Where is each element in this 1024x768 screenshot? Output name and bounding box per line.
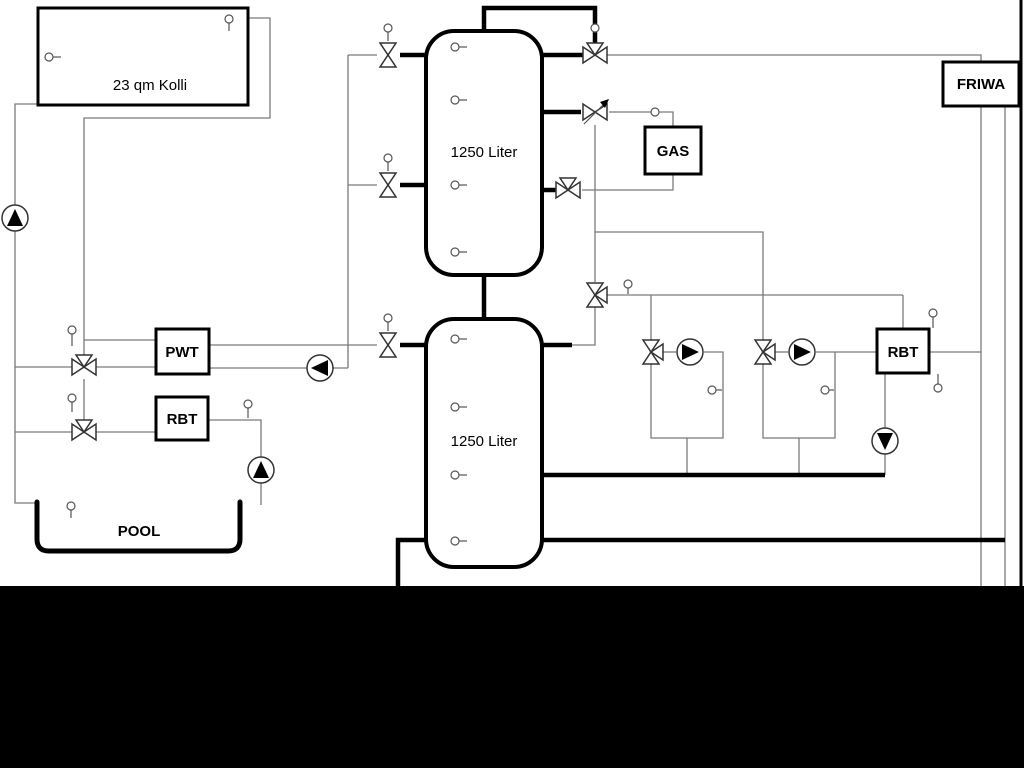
dhw-three-way-valve-icon (582, 42, 608, 65)
solar-collector-box: 23 qm Kolli (36, 6, 250, 107)
tank-valve-mid-icon (378, 172, 398, 198)
footer-black-bar (0, 586, 1024, 768)
gas-return-three-way-valve-icon (555, 177, 581, 200)
pwt-label: PWT (165, 344, 198, 361)
circulation-pump-icon (871, 427, 899, 455)
distribution-three-way-valve-icon (585, 282, 608, 308)
gas-boiler-box: GAS (643, 125, 703, 176)
lower-buffer-tank: 1250 Liter (424, 317, 544, 569)
friwa-station-label: FRIWA (957, 76, 1005, 93)
heating-circuit-2-mixing-valve-icon (753, 339, 776, 365)
pool-pump-icon (247, 456, 275, 484)
pool-label: POOL (118, 523, 161, 540)
heating-circuit-1-mixing-valve-icon (641, 339, 664, 365)
upper-buffer-tank: 1250 Liter (424, 29, 544, 277)
heating-pump-1-icon (676, 338, 704, 366)
rbt-pool-heat-exchanger-box: RBT (154, 395, 210, 442)
rbt-three-way-valve-icon (71, 419, 97, 442)
solar-pump-icon (1, 204, 29, 232)
upper-buffer-tank-label: 1250 Liter (451, 144, 518, 161)
rbt-right-label: RBT (888, 344, 919, 361)
heating-pump-2-icon (788, 338, 816, 366)
pwt-heat-exchanger-box: PWT (154, 327, 211, 376)
pool-basin: POOL (34, 499, 243, 554)
pwt-three-way-valve-icon (71, 354, 97, 377)
rbt-dhw-heat-exchanger-box: RBT (875, 327, 931, 375)
lower-buffer-tank-label: 1250 Liter (451, 433, 518, 450)
tank-valve-top-icon (378, 42, 398, 68)
pipe-network-thick (395, 0, 1023, 586)
temp-sensor-icon (44, 14, 943, 546)
solar-collector-label: 23 qm Kolli (113, 77, 187, 94)
gas-boiler-label: GAS (657, 143, 690, 160)
friwa-station-box: FRIWA (941, 60, 1021, 108)
rbt-left-label: RBT (167, 411, 198, 428)
tank-valve-bottom-icon (378, 332, 398, 358)
gas-check-valve-icon (582, 99, 609, 125)
charge-pump-icon (306, 354, 334, 382)
